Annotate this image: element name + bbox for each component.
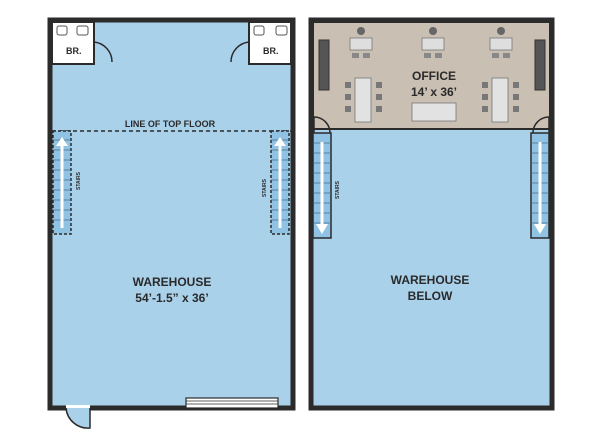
warehouse-area xyxy=(47,17,296,411)
sink-icon xyxy=(76,25,89,36)
stairs-left-top: STAIRS xyxy=(312,132,341,239)
chair-icon xyxy=(357,27,365,35)
office-title: OFFICE xyxy=(412,69,456,83)
warehouse-below-title: WAREHOUSE xyxy=(391,273,470,287)
bathroom-left-label: BR. xyxy=(66,46,82,56)
chair-icon xyxy=(497,27,505,35)
top-floor-plan: OFFICE 14’ x 36’ STAIRS xyxy=(308,17,555,411)
bathroom-right-label: BR. xyxy=(263,46,279,56)
reception-desk xyxy=(411,102,457,122)
stairs-left-label: STAIRS xyxy=(76,171,82,190)
door-swing-icon xyxy=(532,116,550,134)
chair-icon xyxy=(429,27,437,35)
bathroom-right: BR. xyxy=(230,21,292,65)
stairs-right: STAIRS xyxy=(262,130,290,235)
toilet-icon xyxy=(253,25,265,36)
warehouse-dimensions: 54’-1.5” x 36’ xyxy=(135,291,208,305)
door-swing-icon xyxy=(65,407,91,429)
side-cabinet xyxy=(534,39,546,91)
office-furniture xyxy=(318,27,546,123)
top-floor-line-label: LINE OF TOP FLOOR xyxy=(125,119,216,129)
conference-table xyxy=(354,77,372,123)
warehouse-title: WAREHOUSE xyxy=(133,275,212,289)
door-swing-icon xyxy=(313,116,331,134)
conference-table xyxy=(491,77,509,123)
door-swing-icon xyxy=(230,41,250,63)
side-cabinet xyxy=(318,39,330,91)
entry-door xyxy=(65,405,91,429)
warehouse-below-subtitle: BELOW xyxy=(408,289,453,303)
bathroom-left: BR. xyxy=(51,21,113,65)
office-dimensions: 14’ x 36’ xyxy=(411,85,457,99)
stairs-left: STAIRS xyxy=(52,130,82,235)
desk xyxy=(421,37,445,51)
sink-icon xyxy=(275,25,288,36)
door-swing-icon xyxy=(93,41,113,63)
stairs-right-label: STAIRS xyxy=(262,178,268,197)
desk xyxy=(489,37,513,51)
stairs-right-top xyxy=(530,132,550,239)
desk xyxy=(349,37,373,51)
toilet-icon xyxy=(56,25,68,36)
ground-floor-plan: BR. BR. LINE OF TOP FLOOR xyxy=(47,17,296,429)
stairs-top-label: STAIRS xyxy=(335,180,341,199)
loading-door xyxy=(185,397,279,409)
